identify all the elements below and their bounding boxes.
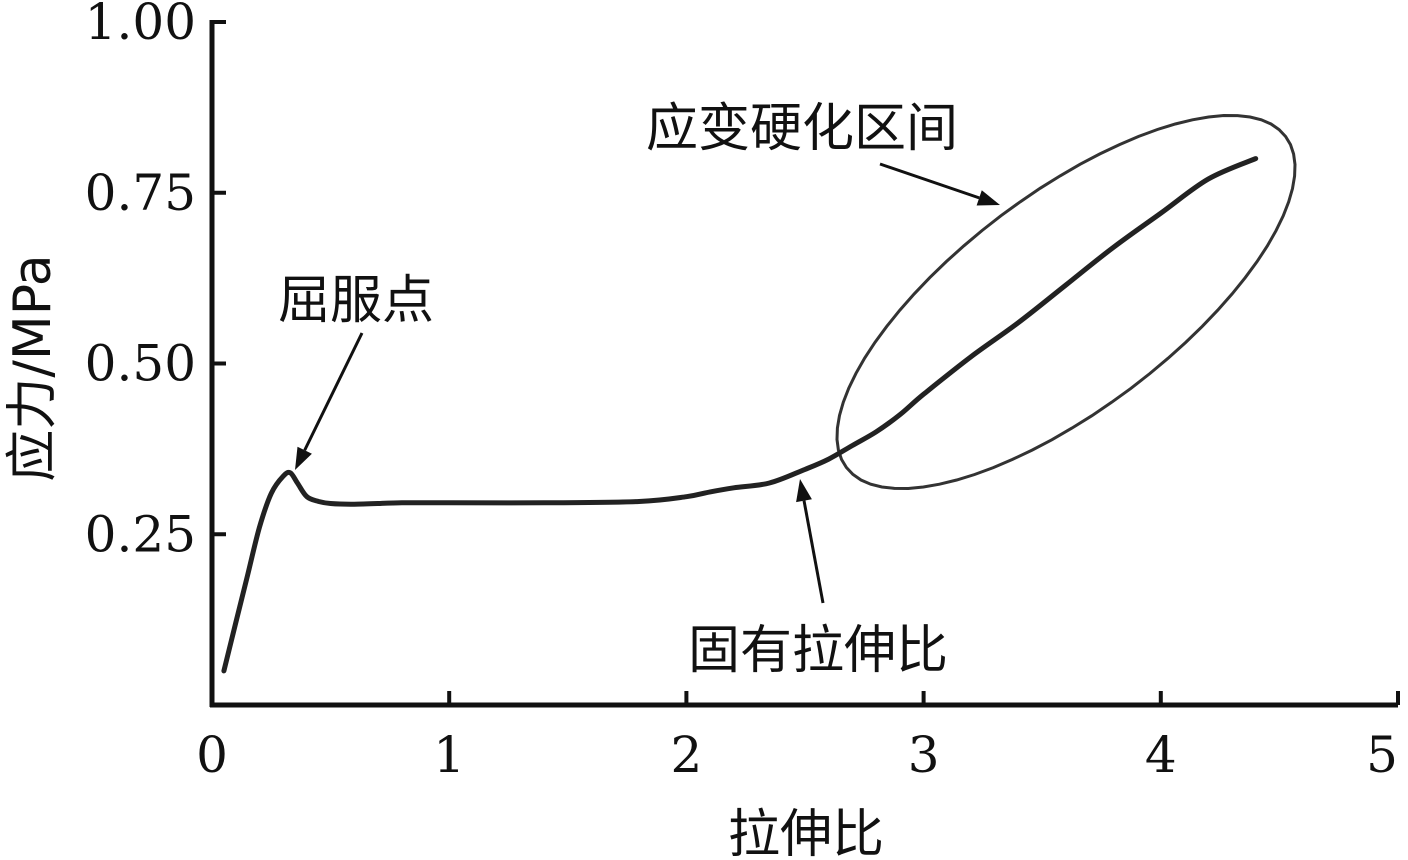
strain-hardening-region-ellipse	[835, 113, 1297, 491]
yield-point-arrowhead	[295, 446, 312, 470]
y-tick-label: 0.25	[85, 505, 196, 563]
natural-draw-ratio-arrow	[802, 500, 825, 604]
y-axis-title: 应力/MPa	[3, 254, 63, 481]
y-tick-label: 0.50	[85, 335, 196, 393]
x-axis-title: 拉伸比	[728, 805, 884, 860]
stress-strain-curve	[221, 156, 1259, 674]
strain-hardening-arrowhead	[976, 190, 1000, 206]
natural-draw-ratio-arrowhead	[796, 479, 812, 503]
x-tick-label: 0	[196, 726, 228, 784]
x-tick-label: 3	[908, 726, 940, 784]
strain-hardening-arrow	[879, 162, 980, 200]
yield-point-label: 屈服点	[278, 271, 434, 331]
y-tick-label: 1.00	[85, 0, 196, 51]
natural-draw-ratio-label: 固有拉伸比	[688, 621, 948, 681]
y-tick-label: 0.75	[85, 164, 196, 222]
x-tick-label: 4	[1145, 726, 1177, 784]
x-tick-label: 5	[1366, 726, 1398, 784]
x-tick-label: 2	[670, 726, 702, 784]
yield-point-arrow	[303, 332, 364, 451]
strain-hardening-label: 应变硬化区间	[646, 99, 958, 159]
x-tick-label: 1	[433, 726, 465, 784]
ticks	[210, 20, 1400, 705]
tick-labels: 0 1 2 3 4 5 0.25 0.50 0.75 1.00	[85, 0, 1398, 784]
annotation-arrows	[295, 162, 1000, 604]
